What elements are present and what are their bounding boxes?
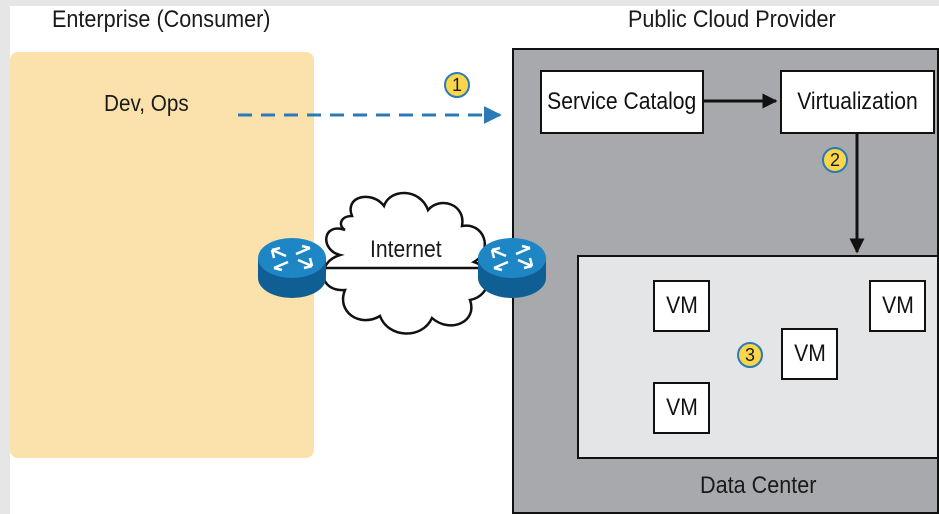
router-icon bbox=[258, 238, 326, 298]
virtualization-box: Virtualization bbox=[780, 70, 935, 134]
vm-label: VM bbox=[665, 394, 698, 421]
cloud-provider-title: Public Cloud Provider bbox=[628, 6, 836, 33]
step-badge-3: 3 bbox=[737, 342, 763, 368]
vm-label: VM bbox=[793, 340, 826, 367]
step-badge-2: 2 bbox=[822, 147, 848, 173]
step-number: 1 bbox=[451, 74, 462, 95]
step-badge-1: 1 bbox=[444, 72, 470, 98]
vm-box: VM bbox=[653, 382, 710, 434]
service-catalog-box: Service Catalog bbox=[540, 70, 704, 134]
virtualization-label: Virtualization bbox=[797, 88, 918, 115]
router-icon bbox=[478, 238, 546, 298]
vm-label: VM bbox=[881, 292, 914, 319]
vm-label: VM bbox=[665, 292, 698, 319]
service-catalog-label: Service Catalog bbox=[547, 88, 697, 115]
step-number: 3 bbox=[744, 344, 755, 365]
enterprise-title: Enterprise (Consumer) bbox=[52, 6, 271, 33]
internet-label: Internet bbox=[370, 236, 442, 263]
vm-box: VM bbox=[869, 280, 926, 332]
devops-label: Dev, Ops bbox=[104, 90, 189, 116]
vm-box: VM bbox=[781, 328, 838, 380]
vm-box: VM bbox=[653, 280, 710, 332]
data-center-label: Data Center bbox=[700, 472, 817, 499]
step-number: 2 bbox=[829, 149, 840, 170]
